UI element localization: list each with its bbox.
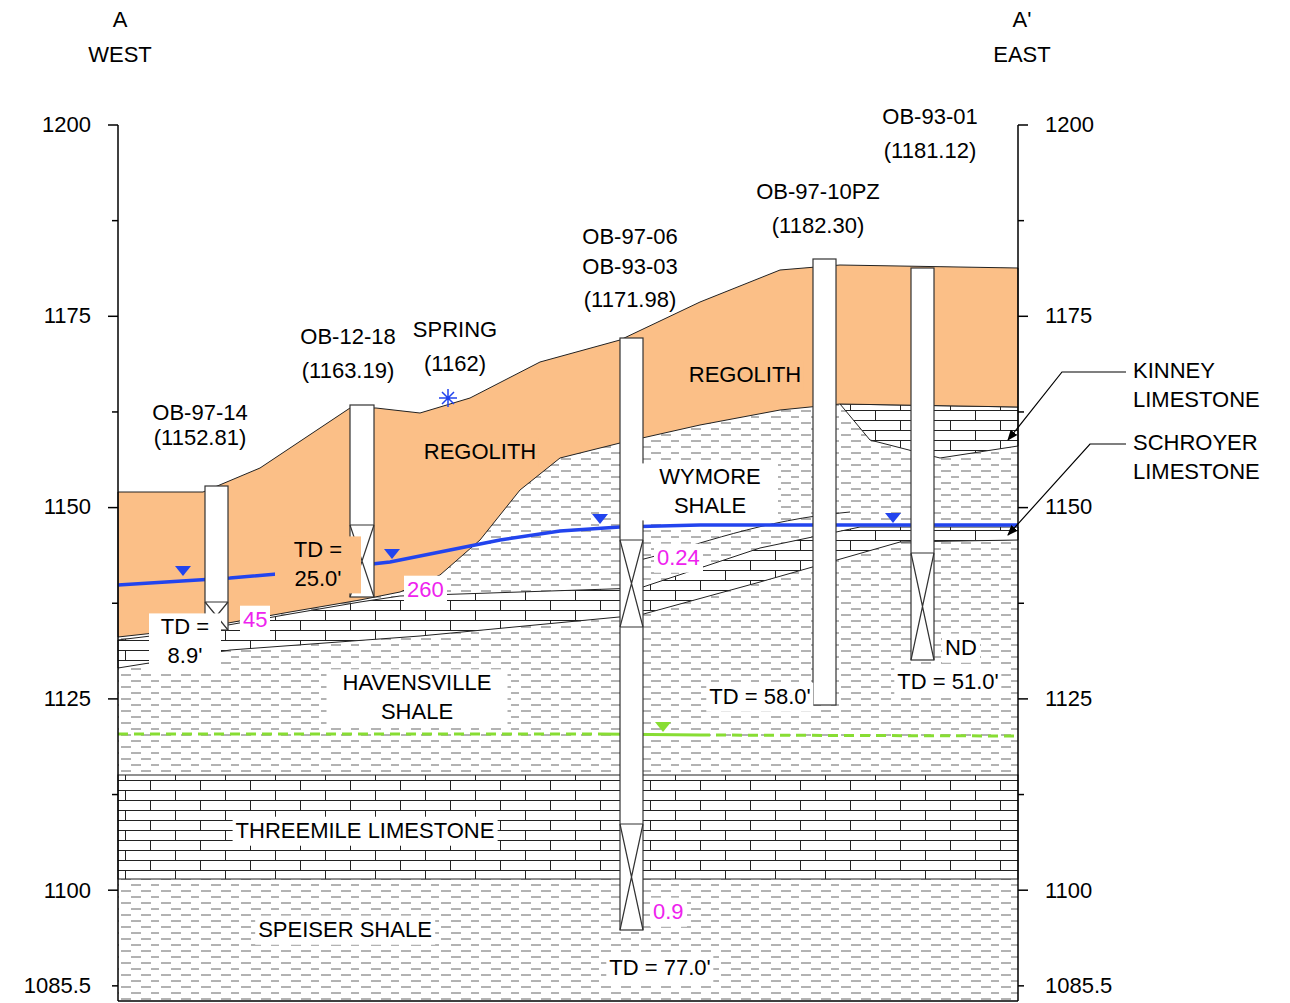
- unit-name: REGOLITH: [421, 438, 539, 467]
- leader-line: [1008, 444, 1126, 535]
- total-depth: TD = 77.0': [606, 954, 713, 983]
- conductivity-value: 0.9: [650, 898, 687, 927]
- drawing-part: [205, 259, 934, 930]
- drawing-part: [205, 525, 934, 930]
- spring-elevation: (1162): [421, 350, 489, 379]
- well-casing: [620, 338, 643, 930]
- axis-tick: [1018, 316, 1028, 318]
- axis-tick: [112, 985, 118, 987]
- axis-tick: [1018, 889, 1028, 891]
- total-depth: TD = 8.9': [149, 613, 221, 670]
- well-elevation: (1152.81): [151, 424, 250, 453]
- deep-water-level-dashed: [700, 735, 1018, 736]
- axis-tick: [108, 124, 118, 126]
- water-table: [118, 525, 1018, 585]
- axis-tick: [1018, 603, 1024, 605]
- axis-tick: [1018, 985, 1024, 987]
- deep-water-level-dashed: [118, 733, 600, 736]
- water-level-symbol: [384, 549, 400, 559]
- deep-water-level-symbol: [655, 722, 671, 732]
- well-elevation: (1163.19): [299, 357, 398, 386]
- elevation-tick-label: 1150: [1042, 493, 1095, 522]
- section-end-label: A': [1010, 6, 1035, 35]
- regolith: [118, 265, 1018, 637]
- elevation-tick-label: 1200: [1042, 111, 1097, 140]
- elevation-tick-label: 1175: [41, 302, 94, 331]
- well-screen: [620, 540, 643, 627]
- axis-line: [1017, 125, 1019, 1001]
- total-depth: TD = 58.0': [706, 683, 813, 712]
- drawing-part: [439, 389, 457, 407]
- well-elevation: (1182.30): [769, 212, 868, 241]
- unit-name: THREEMILE LIMESTONE: [233, 817, 498, 846]
- well-casing: [813, 259, 836, 705]
- axis-tick: [1018, 124, 1028, 126]
- non-detect-note: ND: [942, 634, 980, 663]
- conductivity-value: 45: [240, 606, 270, 635]
- well-elevation: (1171.98): [581, 286, 680, 315]
- well-casing: [205, 486, 228, 630]
- spring-name: SPRING: [410, 316, 500, 345]
- elevation-tick-label: 1085.5: [21, 972, 94, 1001]
- axis-line: [117, 125, 119, 1001]
- total-depth: TD = 51.0': [894, 668, 1001, 697]
- direction-label: EAST: [990, 41, 1053, 70]
- well-casing: [911, 268, 934, 660]
- shale-bedrock: [118, 125, 1018, 1001]
- well-name: OB-97-10PZ: [753, 178, 883, 207]
- well-screen: [620, 824, 643, 930]
- water-level-symbol: [175, 566, 191, 576]
- elevation-tick-label: 1125: [41, 685, 94, 714]
- deep-water-level: [600, 734, 700, 735]
- unit-name: REGOLITH: [686, 361, 804, 390]
- elevation-tick-label: 1150: [41, 493, 94, 522]
- axis-line: [118, 1000, 1018, 1002]
- water-level-symbol: [885, 513, 901, 523]
- well-name: OB-97-14: [149, 399, 250, 428]
- well-name: OB-93-03: [579, 253, 680, 282]
- axis-tick: [108, 316, 118, 318]
- axis-tick: [1018, 698, 1028, 700]
- elevation-tick-label: 1175: [1042, 302, 1095, 331]
- well-name: OB-93-01: [879, 103, 980, 132]
- unit-name: WYMORE SHALE: [642, 463, 778, 520]
- unit-callout: SCHROYER LIMESTONE: [1130, 429, 1286, 486]
- elevation-tick-label: 1125: [1042, 685, 1095, 714]
- spring-symbol: [439, 389, 457, 407]
- axis-tick: [112, 220, 118, 222]
- section-end-label: A: [110, 6, 131, 35]
- conductivity-value: 260: [404, 576, 447, 605]
- drawing-part: [108, 125, 1028, 1001]
- axis-tick: [108, 507, 118, 509]
- unit-name: HAVENSVILLE SHALE: [327, 669, 508, 726]
- leader-line: [1008, 372, 1126, 440]
- total-depth: TD = 25.0': [275, 536, 361, 593]
- axis-tick: [1018, 507, 1028, 509]
- elevation-tick-label: 1100: [1042, 877, 1095, 906]
- axis-tick: [112, 794, 118, 796]
- conductivity-value: 0.24: [654, 544, 703, 573]
- threemile-limestone: [118, 775, 1018, 879]
- axis-tick: [1018, 220, 1024, 222]
- water-level-symbol: [592, 514, 608, 524]
- axis-tick: [108, 889, 118, 891]
- axis-tick: [1018, 411, 1024, 413]
- axis-tick: [112, 603, 118, 605]
- axis-tick: [1018, 794, 1024, 796]
- well-name: OB-97-06: [579, 223, 680, 252]
- unit-name: SPEISER SHALE: [255, 916, 435, 945]
- well-screen: [911, 553, 934, 660]
- axis-tick: [112, 411, 118, 413]
- well-elevation: (1181.12): [881, 137, 980, 166]
- elevation-tick-label: 1200: [39, 111, 94, 140]
- elevation-tick-label: 1085.5: [1042, 972, 1115, 1001]
- unit-callout: KINNEY LIMESTONE: [1130, 357, 1286, 414]
- well-name: OB-12-18: [297, 323, 398, 352]
- axis-tick: [108, 698, 118, 700]
- elevation-tick-label: 1100: [41, 877, 94, 906]
- direction-label: WEST: [85, 41, 155, 70]
